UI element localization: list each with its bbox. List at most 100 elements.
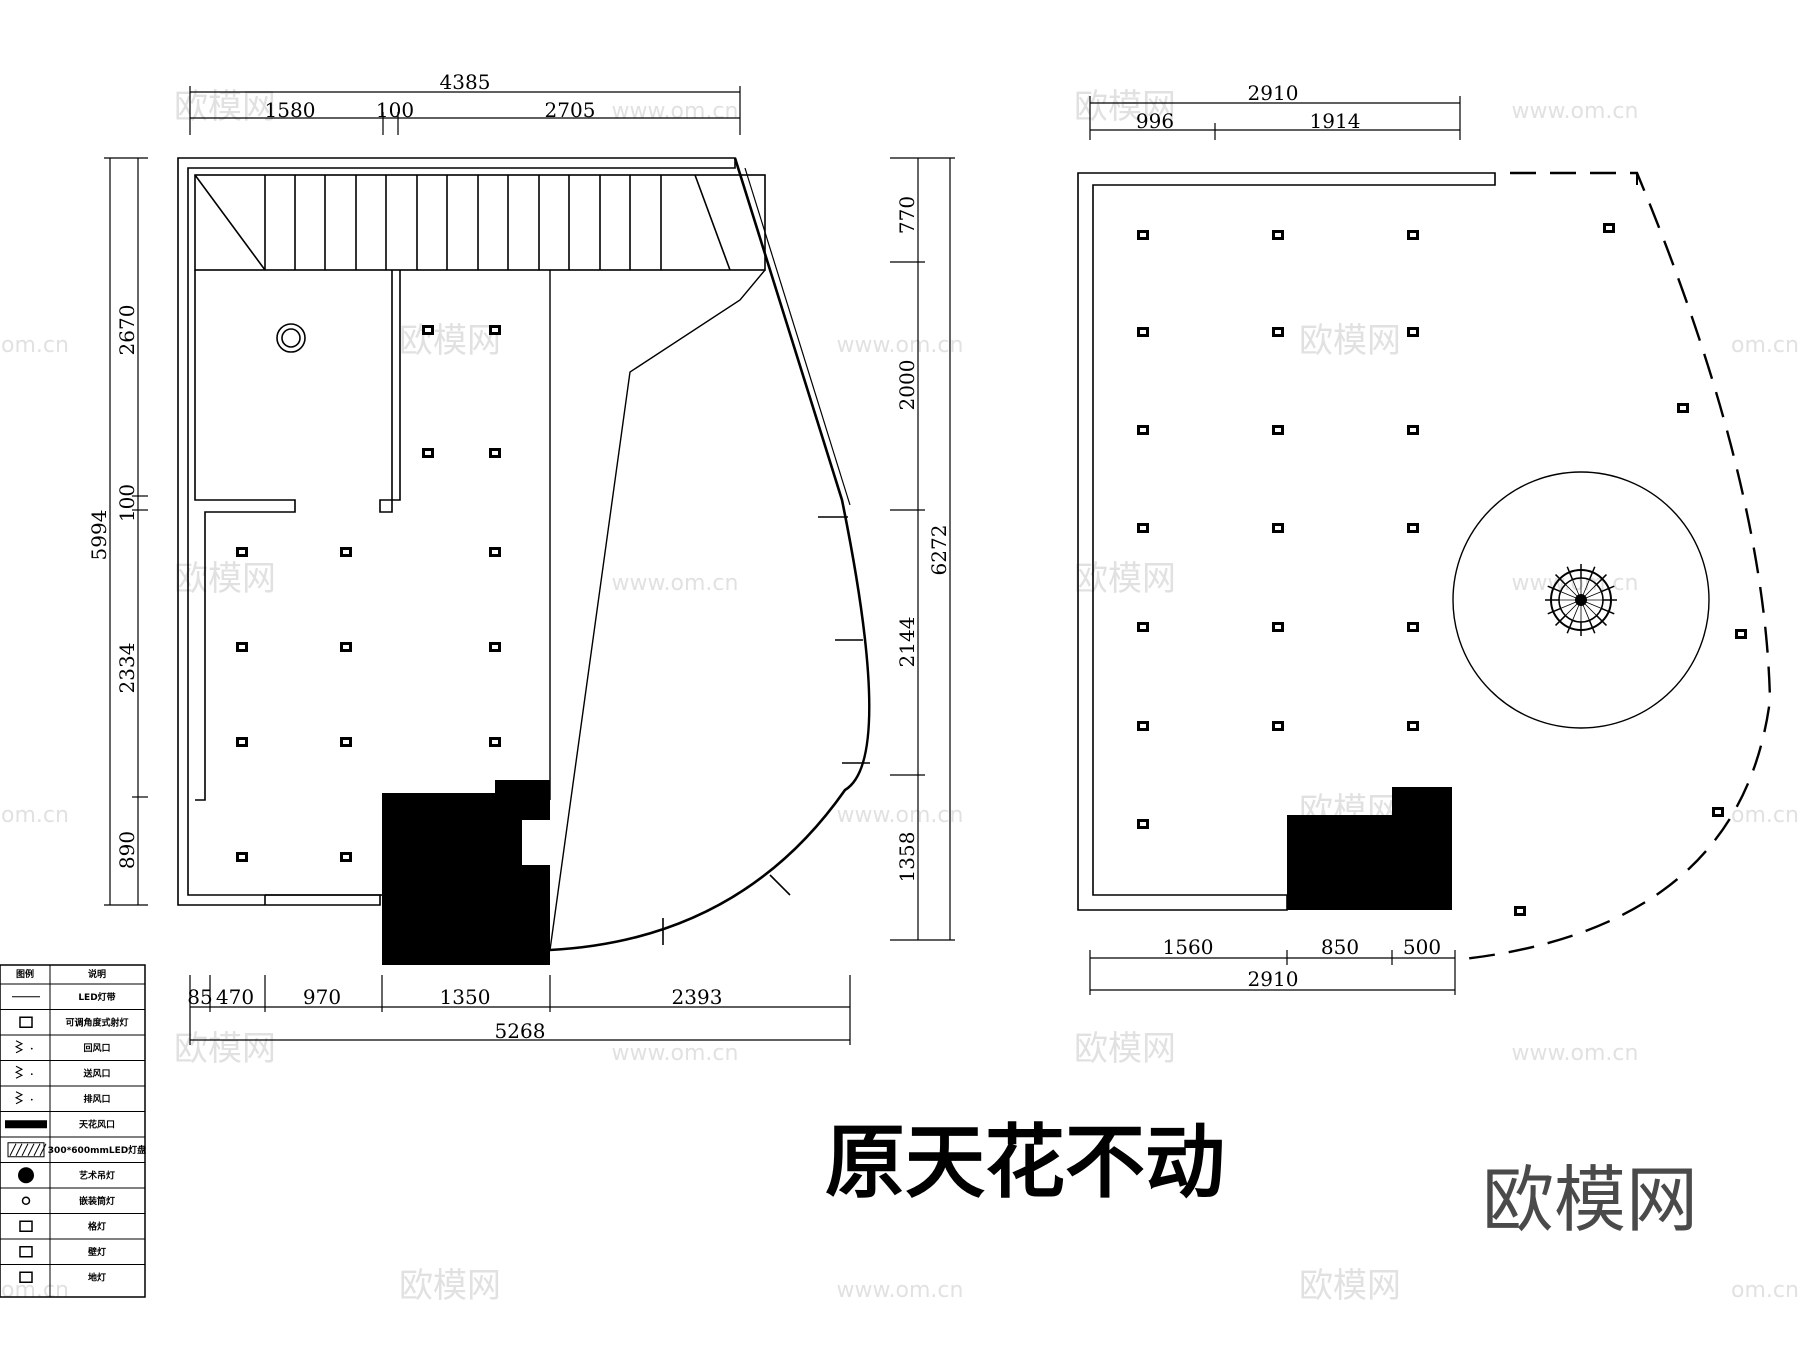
downlight-icon [340, 852, 352, 862]
dim-left-c: 2334 [115, 643, 139, 694]
downlight-icon [1137, 721, 1149, 731]
led-panel-icon [7, 1142, 47, 1158]
watermark-url-short: om.cn [1731, 1278, 1799, 1303]
downlight-icon [1407, 327, 1419, 337]
watermark-text: 欧模网 [1074, 1029, 1176, 1069]
svg-text:•: • [30, 1071, 34, 1078]
downlight-icon [422, 448, 434, 458]
chandelier-ray [1547, 585, 1561, 593]
brand-logo-text: 欧模网 [1482, 1158, 1698, 1242]
staircase [194, 174, 766, 271]
dim-bottom-d: 1350 [440, 985, 491, 1009]
watermark-url: www.om.cn [612, 99, 739, 124]
downlight-icon [340, 547, 352, 557]
chandelier-ray [1601, 607, 1615, 615]
dim-left-total: 5994 [87, 510, 111, 561]
downlight-icon [1514, 906, 1526, 916]
dim-right-total: 6272 [927, 525, 951, 576]
downlight-icon [1272, 523, 1284, 533]
chandelier-spoke [1565, 599, 1582, 616]
downlight-icon [236, 737, 248, 747]
chandelier-spoke [1565, 584, 1582, 601]
watermark-url: www.om.cn [1512, 99, 1639, 124]
downlight-icon [1407, 721, 1419, 731]
watermark-text: 欧模网 [1074, 559, 1176, 599]
downlight-icon [340, 642, 352, 652]
caption-text: 原天花不动 [825, 1116, 1225, 1209]
watermark-url-short: om.cn [1, 333, 69, 358]
left-plan-downlights [236, 325, 501, 862]
chandelier-ray [1588, 620, 1596, 634]
dim-bottom-a: 85 [187, 985, 212, 1009]
watermark-url: www.om.cn [612, 1041, 739, 1066]
floor-lamp-icon [19, 1271, 33, 1283]
watermark-url: www.om.cn [837, 333, 964, 358]
dim-r-top-b: 1914 [1310, 109, 1361, 133]
dim-right-d: 1358 [895, 832, 919, 883]
dim-bottom-total: 5268 [495, 1019, 546, 1043]
dim-top-a: 1580 [265, 98, 316, 122]
watermark-text: 欧模网 [174, 87, 276, 127]
dim-top-c: 2705 [545, 98, 596, 122]
right-plan-dimensions [1089, 96, 1461, 995]
chandelier-ray [1547, 607, 1561, 615]
dim-bottom-e: 2393 [672, 985, 723, 1009]
downlight-icon [1137, 622, 1149, 632]
right-plan-outer-wall [1077, 172, 1496, 911]
legend-label: LED灯带 [78, 991, 115, 1003]
downlight-icon [1407, 425, 1419, 435]
watermark-text: 欧模网 [399, 1266, 501, 1306]
legend-table: LED灯带可调角度式射灯•回风口•送风口•排风口天花风口300*600mmLED… [0, 964, 146, 1298]
dim-r-bottom-a: 1560 [1163, 935, 1214, 959]
dim-r-bottom-c: 500 [1403, 935, 1441, 959]
dim-top-b: 100 [376, 98, 414, 122]
dim-right-b: 2000 [895, 360, 919, 411]
left-plan-dim-labels: 4385 1580 100 2705 5994 2670 100 2334 89… [87, 70, 951, 1043]
dim-bottom-c: 970 [303, 985, 341, 1009]
downlight-icon [1272, 327, 1284, 337]
right-plan-dim-labels: 2910 996 1914 1560 850 500 2910 [1136, 81, 1441, 991]
grille-light-icon [19, 1220, 33, 1232]
chandelier-ray [1566, 620, 1574, 634]
downlight-icon [1407, 523, 1419, 533]
watermark-text: 欧模网 [1299, 321, 1401, 361]
watermark-url-short: om.cn [1731, 803, 1799, 828]
dim-left-b: 100 [115, 484, 139, 522]
downlight-icon [489, 642, 501, 652]
chandelier-spoke [1560, 599, 1582, 609]
downlight-icon [340, 737, 352, 747]
watermark-text: 欧模网 [174, 559, 276, 599]
chandelier-ray [1555, 574, 1566, 585]
chandelier-ray [1566, 566, 1574, 580]
watermark-url-short: om.cn [1731, 333, 1799, 358]
legend-label: 天花风口 [79, 1118, 115, 1130]
legend-label: 可调角度式射灯 [65, 1016, 128, 1028]
watermark-layer: 欧模网欧模网欧模网欧模网欧模网欧模网欧模网欧模网欧模网欧模网欧模网欧模网www.… [1, 87, 1799, 1306]
legend-label: 排风口 [83, 1093, 110, 1105]
legend-label: 300*600mmLED灯盘 [48, 1144, 146, 1156]
downlight-icon [1272, 230, 1284, 240]
svg-text:•: • [30, 1046, 34, 1053]
downlight-icon [1677, 403, 1689, 413]
legend-label: 格灯 [88, 1220, 106, 1232]
dim-left-d: 890 [115, 831, 139, 869]
downlight-icon [1712, 807, 1724, 817]
watermark-text: 欧模网 [1074, 87, 1176, 127]
right-plan-solid-block [1287, 815, 1452, 910]
downlight-icon [236, 642, 248, 652]
chandelier-spoke [1580, 584, 1597, 601]
dim-r-top-a: 996 [1136, 109, 1174, 133]
watermark-text: 欧模网 [399, 321, 501, 361]
wall-lamp-icon [19, 1246, 33, 1258]
chandelier-spoke [1560, 591, 1582, 601]
downlight-icon [489, 547, 501, 557]
dashed-curved-boundary [1454, 171, 1772, 962]
curved-wall [549, 157, 871, 952]
downlight-icon [236, 852, 248, 862]
dim-r-top-total: 2910 [1248, 81, 1299, 105]
legend-label: 嵌装筒灯 [79, 1195, 115, 1207]
legend-label: 送风口 [82, 1067, 110, 1079]
downlight-icon [1137, 327, 1149, 337]
stair-treads [264, 174, 731, 271]
